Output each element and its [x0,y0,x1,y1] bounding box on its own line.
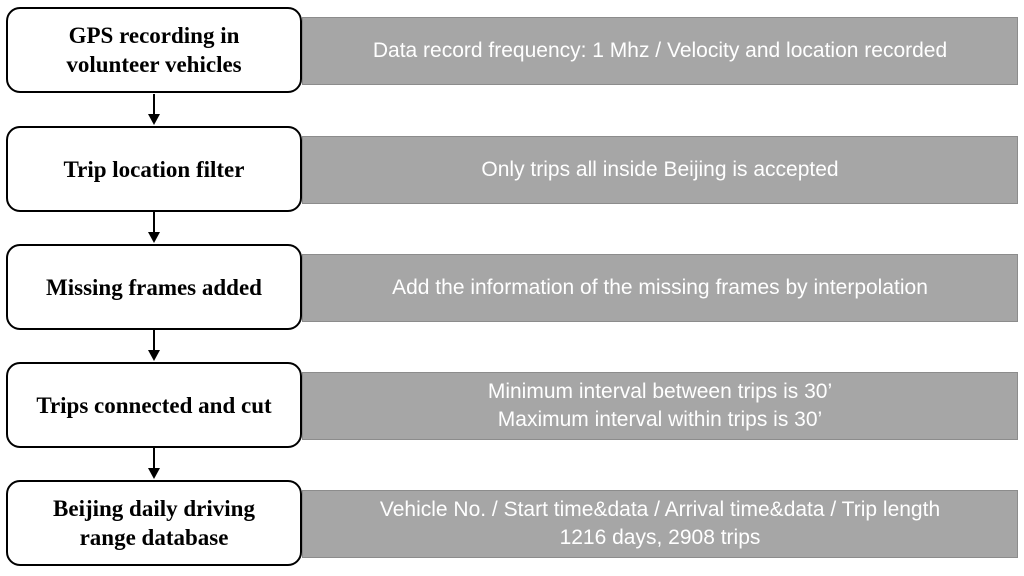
step-description-trip-location-filter: Only trips all inside Beijing is accepte… [302,136,1018,204]
step-title: Trips connected and cut [36,392,272,418]
step-description-driving-range-database: Vehicle No. / Start time&data / Arrival … [302,490,1018,558]
step-title: GPS recording in volunteer vehicles [66,23,242,77]
step-box-driving-range-database: Beijing daily driving range database [6,480,302,566]
step-description-gps-recording: Data record frequency: 1 Mhz / Velocity … [302,17,1018,85]
step-description-trips-connected-and-cut: Minimum interval between trips is 30’ Ma… [302,372,1018,440]
down-arrow-icon [147,212,161,244]
step-description-text: Data record frequency: 1 Mhz / Velocity … [372,39,948,62]
down-arrow-icon [147,330,161,362]
step-box-missing-frames-added: Missing frames added [6,244,302,330]
step-box-trips-connected-and-cut: Trips connected and cut [6,362,302,448]
step-box-trip-location-filter: Trip location filter [6,126,302,212]
step-description-text: Only trips all inside Beijing is accepte… [481,158,839,181]
step-title: Beijing daily driving range database [53,496,255,550]
down-arrow-icon [147,94,161,126]
step-title: Missing frames added [46,274,262,300]
step-description-text: Vehicle No. / Start time&data / Arrival … [379,498,941,549]
down-arrow-icon [147,448,161,480]
step-description-text: Minimum interval between trips is 30’ Ma… [487,380,833,431]
step-box-gps-recording: GPS recording in volunteer vehicles [6,7,302,93]
step-title: Trip location filter [63,156,245,182]
step-description-text: Add the information of the missing frame… [392,276,928,299]
step-description-missing-frames-added: Add the information of the missing frame… [302,254,1018,322]
